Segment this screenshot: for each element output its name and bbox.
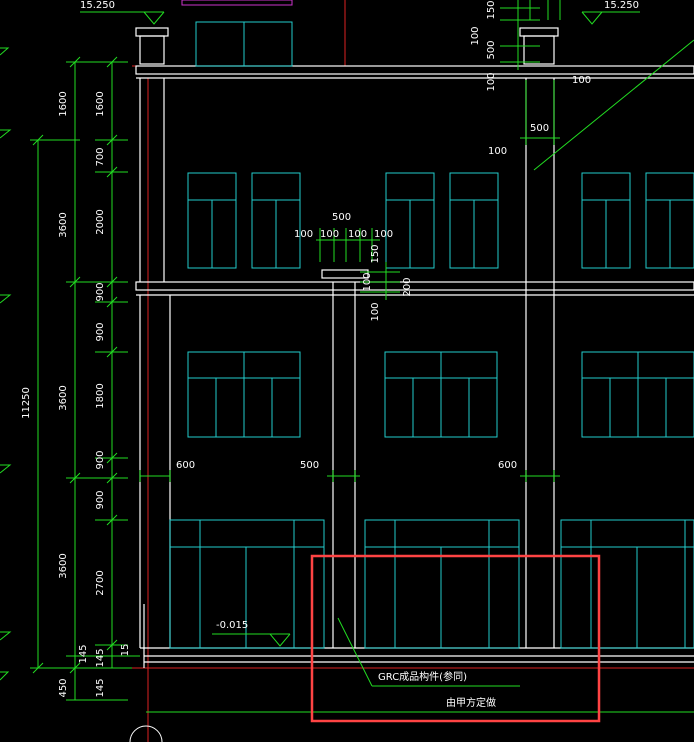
dim-text: 500 — [332, 212, 351, 223]
shopfront — [364, 519, 520, 649]
horizontal-dimension-texts: 600 500 600 500 100 100 100 100 500 100 … — [176, 0, 591, 471]
dim-text: 145 — [95, 678, 106, 697]
dim-text: 500 — [300, 460, 319, 471]
dim-text: 3600 — [58, 553, 69, 578]
middle-windows — [187, 351, 694, 438]
window — [645, 172, 694, 269]
owner-note: 由甲方定做 — [446, 696, 496, 709]
window — [187, 172, 237, 269]
window — [251, 172, 301, 269]
dim-text: 100 — [572, 75, 591, 86]
building-outline — [135, 27, 694, 668]
dim-text: 150 — [370, 244, 381, 263]
left-level-marker-ticks — [0, 47, 12, 681]
shopfront — [169, 519, 325, 649]
dim-text: 900 — [95, 490, 106, 509]
window — [449, 172, 499, 269]
vertical-dimension-texts: 1600 700 2000 900 900 1800 900 900 2700 … — [21, 91, 131, 697]
dim-text: 500 — [530, 123, 549, 134]
dim-text: 1600 — [95, 91, 106, 116]
level-markers: 15.250 15.250 -0.015 — [80, 0, 640, 647]
upper-windows — [187, 172, 694, 269]
dim-text: 145 — [95, 648, 106, 667]
dim-text: 100 — [362, 272, 373, 291]
dim-text: 2700 — [95, 570, 106, 595]
dim-text: 100 — [294, 229, 313, 240]
window — [187, 351, 301, 438]
window — [581, 351, 694, 438]
dim-text: 11250 — [21, 387, 32, 419]
dim-text: 145 — [78, 644, 89, 663]
dim-text: 3600 — [58, 385, 69, 410]
highlight-box — [310, 554, 601, 723]
dim-text: 100 — [374, 229, 393, 240]
dim-text: 600 — [176, 460, 195, 471]
dim-text: 900 — [95, 282, 106, 301]
dim-text: 2000 — [95, 209, 106, 234]
dim-text: 900 — [95, 450, 106, 469]
dim-text: 450 — [58, 678, 69, 697]
window — [581, 172, 631, 269]
dim-text: 600 — [498, 460, 517, 471]
level-text: -0.015 — [216, 620, 248, 631]
level-text: 15.250 — [80, 0, 115, 11]
ground-shopfronts — [169, 519, 694, 649]
window — [384, 351, 498, 438]
dim-text: 1800 — [95, 383, 106, 408]
dim-text: 900 — [95, 322, 106, 341]
dim-text: 500 — [486, 40, 497, 59]
dim-text: 100 — [320, 229, 339, 240]
dim-text: 100 — [470, 26, 481, 45]
dim-text: 700 — [95, 147, 106, 166]
dim-text: 100 — [348, 229, 367, 240]
dim-text: 1600 — [58, 91, 69, 116]
dim-text: 100 — [370, 302, 381, 321]
level-text: 15.250 — [604, 0, 639, 11]
dim-text: 100 — [488, 146, 507, 157]
dim-text: 3600 — [58, 212, 69, 237]
dim-text: 100 — [486, 72, 497, 91]
roof-elements — [181, 0, 293, 67]
vertical-dimension-lines — [30, 56, 140, 701]
annotations: GRC成品构件(参同) 由甲方定做 — [129, 39, 694, 742]
dim-text: 150 — [486, 0, 497, 19]
dim-text: 200 — [402, 277, 413, 296]
grc-note: GRC成品构件(参同) — [378, 670, 467, 683]
shopfront — [560, 519, 694, 649]
dim-text: 15 — [120, 644, 131, 657]
horizontal-dimension-lines — [139, 0, 694, 713]
window — [385, 172, 435, 269]
